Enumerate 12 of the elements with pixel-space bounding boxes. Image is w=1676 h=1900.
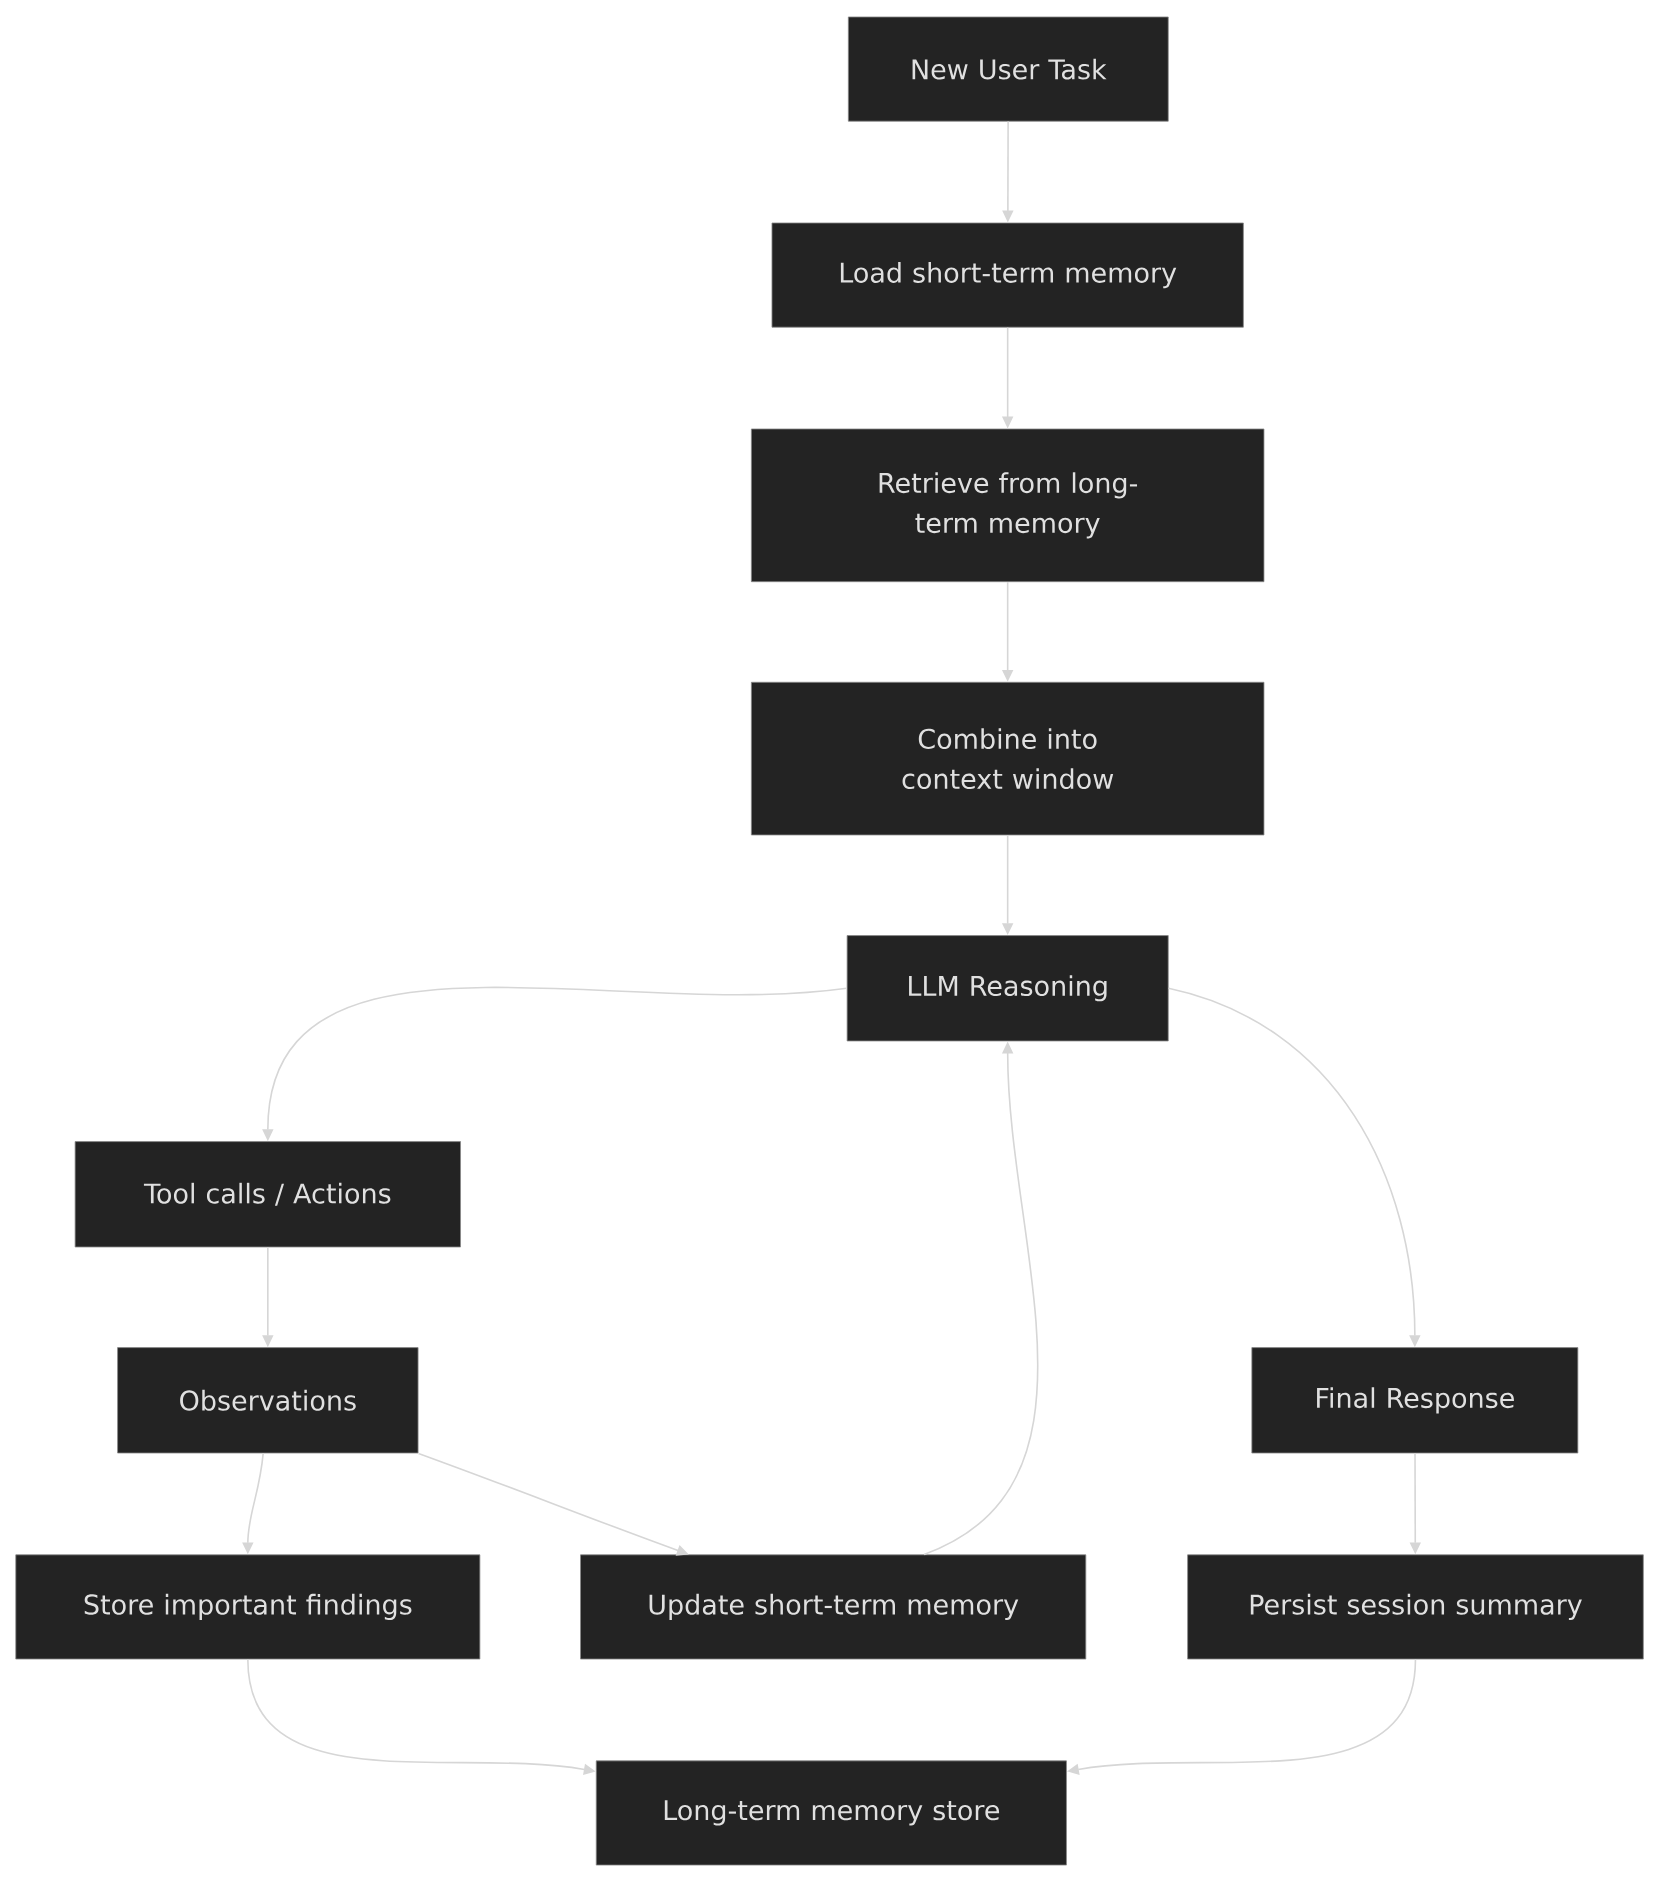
process-box: Combine into context window xyxy=(750,681,1265,836)
process-box: Retrieve from long-term memory xyxy=(750,428,1265,583)
process-box: Persist session summary xyxy=(1187,1554,1644,1660)
process-box: Observations xyxy=(117,1347,419,1454)
process-box: New User Task xyxy=(847,16,1169,122)
process-box: Tool calls / Actions xyxy=(74,1141,461,1248)
process-box: Long-term memory store xyxy=(595,1760,1067,1866)
process-box: Load short-term memory xyxy=(771,222,1244,328)
process-box: Store important findings xyxy=(15,1554,481,1660)
process-box: Final Response xyxy=(1251,1347,1579,1454)
process-box: Update short-term memory xyxy=(580,1554,1087,1660)
process-box: LLM Reasoning xyxy=(846,935,1169,1042)
